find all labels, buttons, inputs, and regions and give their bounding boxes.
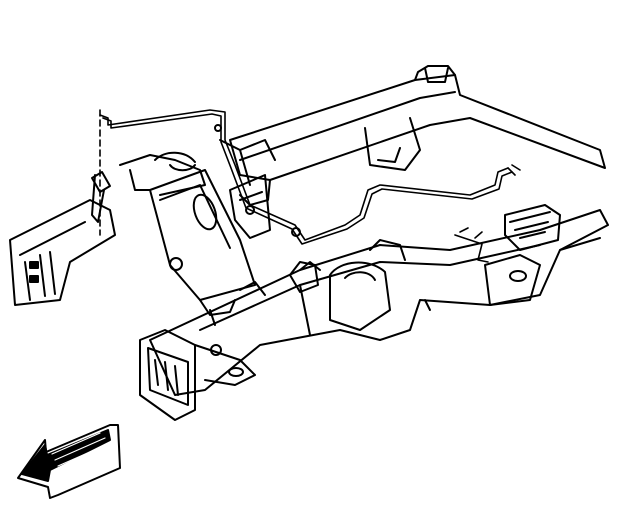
engine-mount-left <box>199 124 319 326</box>
front-crossmember <box>149 209 609 396</box>
tow-hook-bracket-left <box>139 329 256 421</box>
engine-mount-right <box>219 139 276 239</box>
shock-mount-tower <box>119 151 256 301</box>
orientation-arrow-icon <box>17 424 121 499</box>
frame-rail-left <box>9 171 116 306</box>
valve-bracket <box>504 204 561 251</box>
frame-rail-rear <box>229 65 606 206</box>
